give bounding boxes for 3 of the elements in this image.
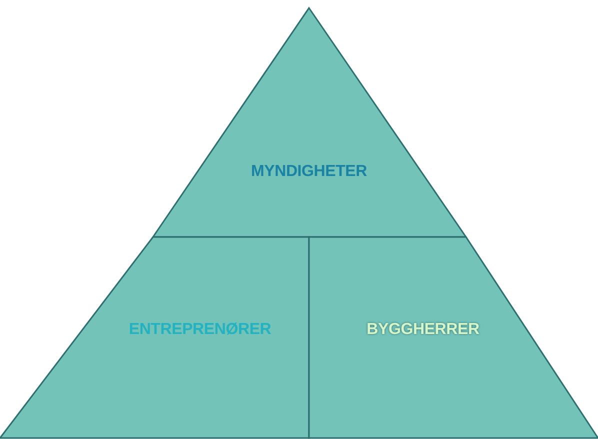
section-label: BYGGHERRER: [366, 321, 480, 339]
section-label: ENTREPRENØRER: [128, 321, 272, 339]
section-label: MYNDIGHETER: [250, 163, 368, 181]
